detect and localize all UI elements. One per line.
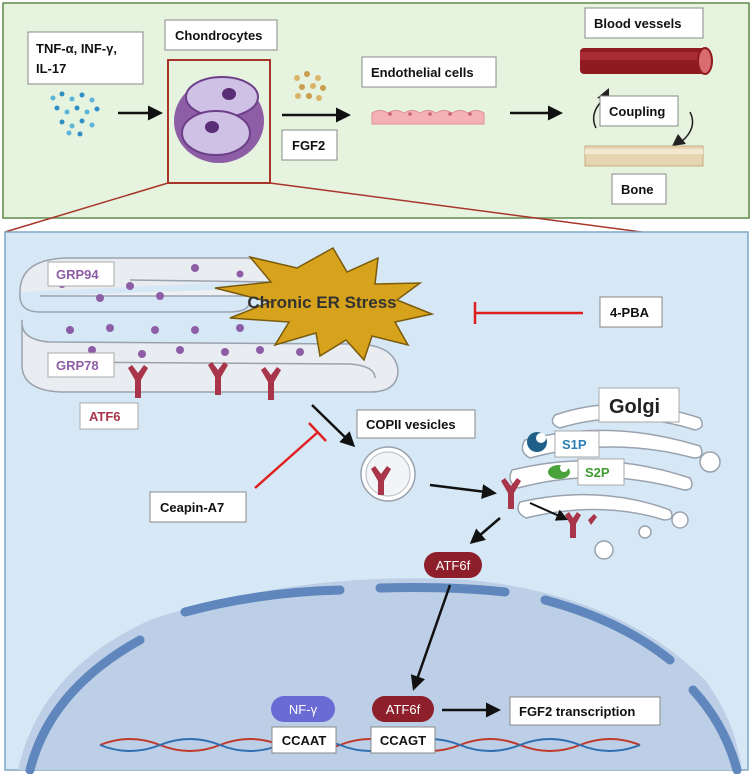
ccagt-label: CCAGT bbox=[380, 733, 426, 748]
arrow-er-to-copii bbox=[311, 404, 356, 448]
coupling-box bbox=[599, 95, 679, 127]
fgf2-transcription-label: FGF2 transcription bbox=[519, 704, 635, 719]
pba-box bbox=[599, 296, 663, 328]
chondrocyte-cell bbox=[174, 76, 264, 163]
arrow-golgi-cleavage bbox=[529, 502, 569, 521]
chondrocytes-label: Chondrocytes bbox=[175, 28, 262, 43]
fgf2-dots bbox=[294, 71, 326, 101]
coupling-arrow-down-head bbox=[672, 134, 686, 146]
bone-label: Bone bbox=[621, 182, 654, 197]
cytokines-box bbox=[27, 31, 144, 85]
coupling-label: Coupling bbox=[609, 104, 665, 119]
cytokines-label-2: IL-17 bbox=[36, 61, 66, 76]
atf6f-cytoplasm bbox=[424, 552, 482, 578]
inhibitor-ceapin-bar bbox=[308, 422, 327, 442]
s1p-label: S1P bbox=[562, 437, 587, 452]
fgf2-box bbox=[281, 129, 338, 161]
cytokine-dots bbox=[50, 91, 100, 137]
golgi-box bbox=[598, 387, 680, 423]
copii-vesicle bbox=[360, 446, 416, 502]
grp94-label: GRP94 bbox=[56, 267, 99, 282]
s2p-enzyme bbox=[548, 464, 570, 479]
bone-box bbox=[611, 173, 667, 205]
nfy-protein bbox=[271, 696, 335, 722]
ccaat-box bbox=[271, 726, 337, 754]
dna-strand bbox=[99, 738, 641, 752]
atf6-label: ATF6 bbox=[89, 409, 121, 424]
er-stress-starburst bbox=[214, 246, 435, 362]
atf6f-nucleus-label: ATF6f bbox=[386, 702, 421, 717]
blood-vessels-label: Blood vessels bbox=[594, 16, 681, 31]
grp78-label: GRP78 bbox=[56, 358, 99, 373]
bone-tube bbox=[584, 145, 704, 167]
atf6-proteins-er bbox=[128, 362, 281, 400]
s2p-box bbox=[577, 458, 625, 486]
chondrocytes-box bbox=[164, 19, 278, 51]
s1p-box bbox=[554, 430, 600, 458]
s2p-label: S2P bbox=[585, 465, 610, 480]
er-protein-dots bbox=[58, 262, 304, 358]
atf6-cleaved bbox=[565, 512, 597, 538]
coupling-arrow-down bbox=[680, 111, 694, 143]
blood-vessels-box bbox=[584, 7, 704, 39]
arrow-golgi-to-atf6f bbox=[469, 517, 501, 544]
zoom-line-left bbox=[4, 182, 169, 233]
zoom-box bbox=[167, 59, 271, 184]
er-stress-label: Chronic ER Stress bbox=[247, 293, 396, 312]
endothelial-label: Endothelial cells bbox=[371, 65, 474, 80]
ceapin-label: Ceapin-A7 bbox=[160, 500, 224, 515]
s1p-enzyme bbox=[527, 432, 547, 452]
arrow-copii-to-golgi bbox=[429, 483, 497, 499]
copii-label: COPII vesicles bbox=[366, 417, 456, 432]
ccagt-box bbox=[370, 726, 436, 754]
atf6-box bbox=[79, 402, 139, 430]
ceapin-box bbox=[149, 491, 247, 523]
arrow-atf6f-to-nucleus bbox=[410, 584, 452, 691]
atf6f-cytoplasm-label: ATF6f bbox=[436, 558, 471, 573]
atf6-golgi bbox=[501, 478, 521, 509]
blood-vessel bbox=[580, 47, 713, 75]
nfy-label: NF-γ bbox=[289, 702, 318, 717]
golgi-label: Golgi bbox=[609, 396, 660, 418]
endothelial-box bbox=[361, 56, 497, 88]
grp78-box bbox=[47, 352, 115, 378]
grp94-box bbox=[47, 261, 115, 287]
ccaat-label: CCAAT bbox=[282, 733, 327, 748]
copii-box bbox=[356, 409, 476, 439]
fgf2-label: FGF2 bbox=[292, 138, 325, 153]
endothelial-cells bbox=[371, 110, 485, 125]
inhibitor-ceapin-line bbox=[254, 431, 319, 489]
fgf2-transcription-box bbox=[509, 696, 661, 726]
cytokines-label-1: TNF-α, INF-γ, bbox=[36, 41, 117, 56]
atf6f-nucleus bbox=[372, 696, 434, 722]
pba-label: 4-PBA bbox=[610, 305, 650, 320]
